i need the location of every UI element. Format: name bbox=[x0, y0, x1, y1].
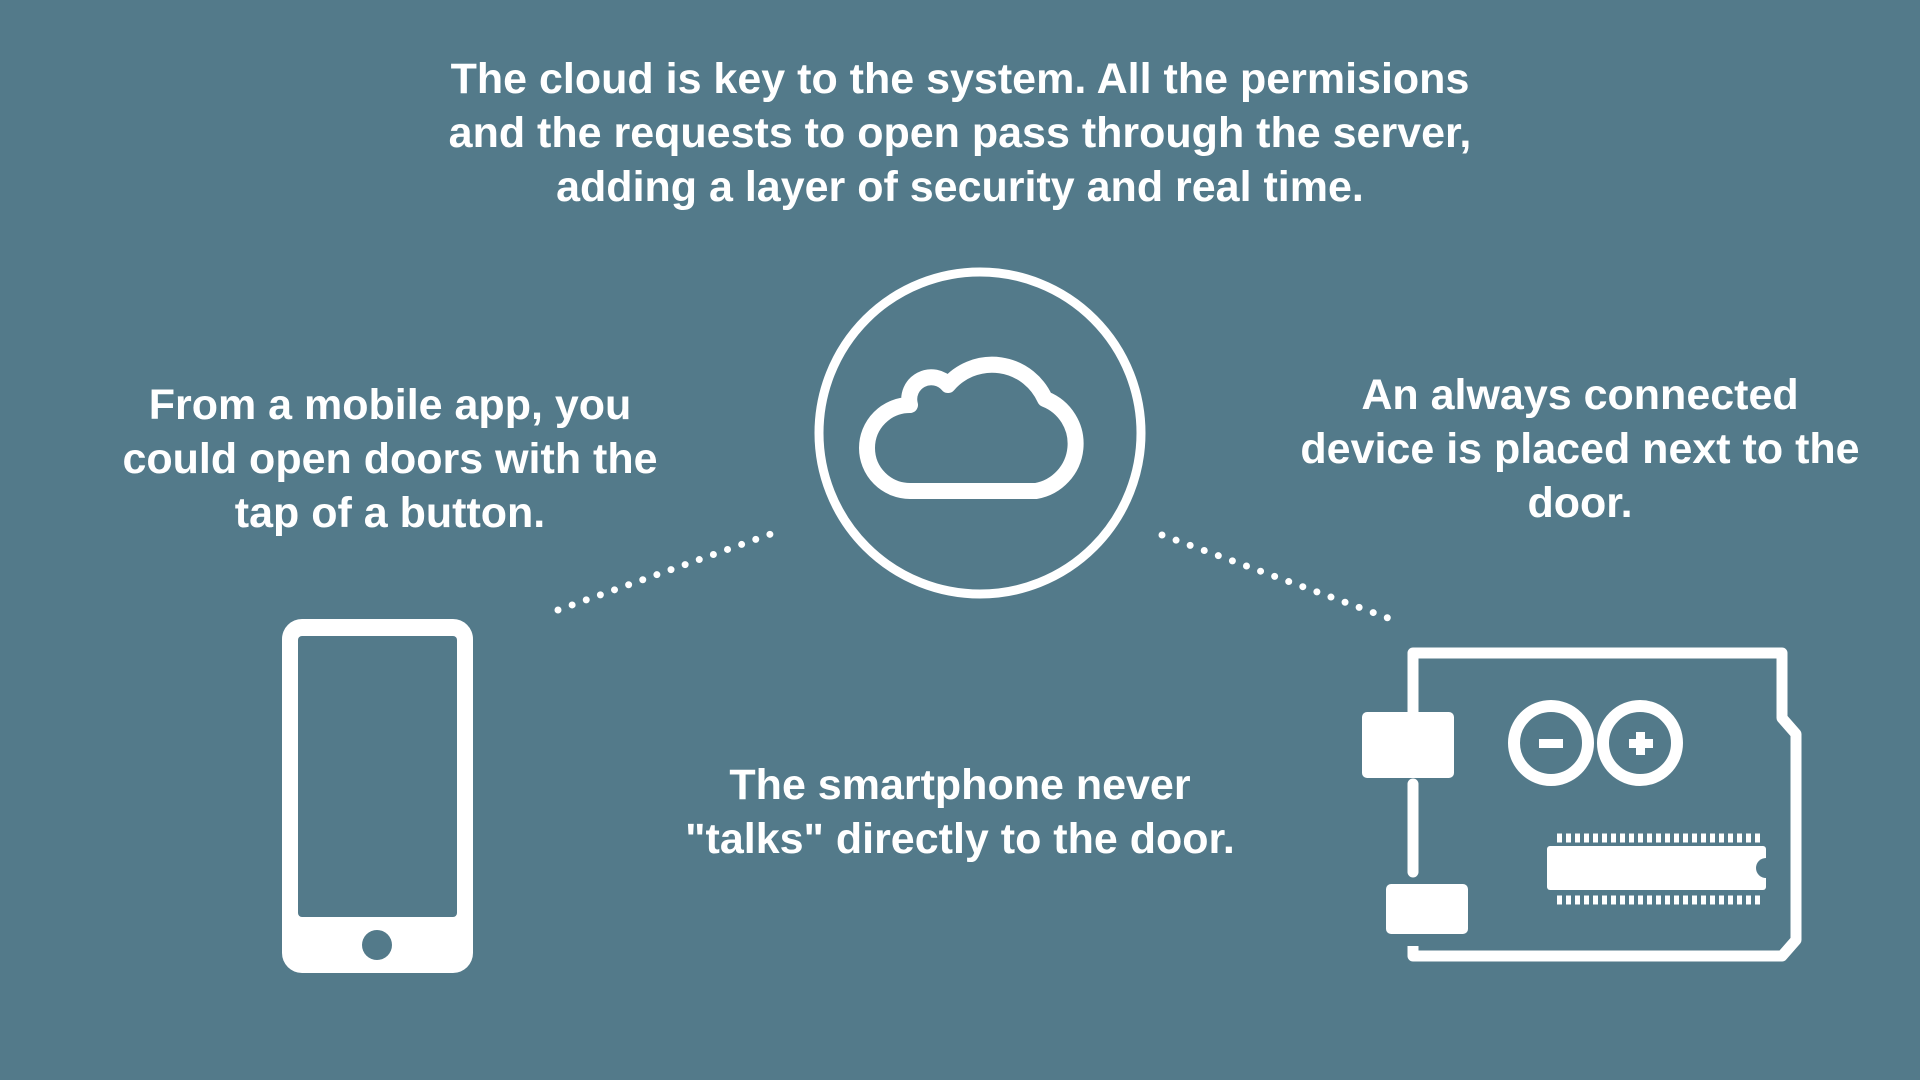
mobile-app-caption: From a mobile app, you could open doors … bbox=[70, 378, 710, 540]
smartphone-caption-line-1: The smartphone never bbox=[729, 761, 1191, 809]
microchip-icon bbox=[1547, 833, 1766, 905]
device-caption-line-3: door. bbox=[1527, 479, 1633, 527]
mobile-app-caption-line-3: tap of a button. bbox=[234, 489, 546, 537]
smartphone-caption-line-2: "talks" directly to the door. bbox=[685, 815, 1235, 863]
mobile-app-caption-line-2: could open doors with the bbox=[122, 435, 658, 483]
cloud-caption-line-3: adding a layer of security and real time… bbox=[556, 163, 1364, 211]
connector-left bbox=[554, 526, 786, 614]
device-caption-line-1: An always connected bbox=[1361, 371, 1799, 419]
cloud-icon bbox=[814, 267, 1146, 599]
device-caption-line-2: device is placed next to the bbox=[1300, 425, 1860, 473]
arduino-board-icon bbox=[1362, 647, 1802, 962]
smartphone-icon bbox=[282, 619, 473, 973]
smartphone-caption: The smartphone never "talks" directly to… bbox=[640, 758, 1280, 866]
cloud-caption: The cloud is key to the system. All the … bbox=[360, 52, 1560, 214]
cloud-caption-line-2: and the requests to open pass through th… bbox=[448, 109, 1472, 157]
device-caption: An always connected device is placed nex… bbox=[1260, 368, 1900, 530]
cloud-caption-line-1: The cloud is key to the system. All the … bbox=[450, 55, 1470, 103]
infinity-logo-icon bbox=[1508, 700, 1683, 786]
mobile-app-caption-line-1: From a mobile app, you bbox=[148, 381, 632, 429]
connector-right bbox=[1158, 531, 1392, 622]
